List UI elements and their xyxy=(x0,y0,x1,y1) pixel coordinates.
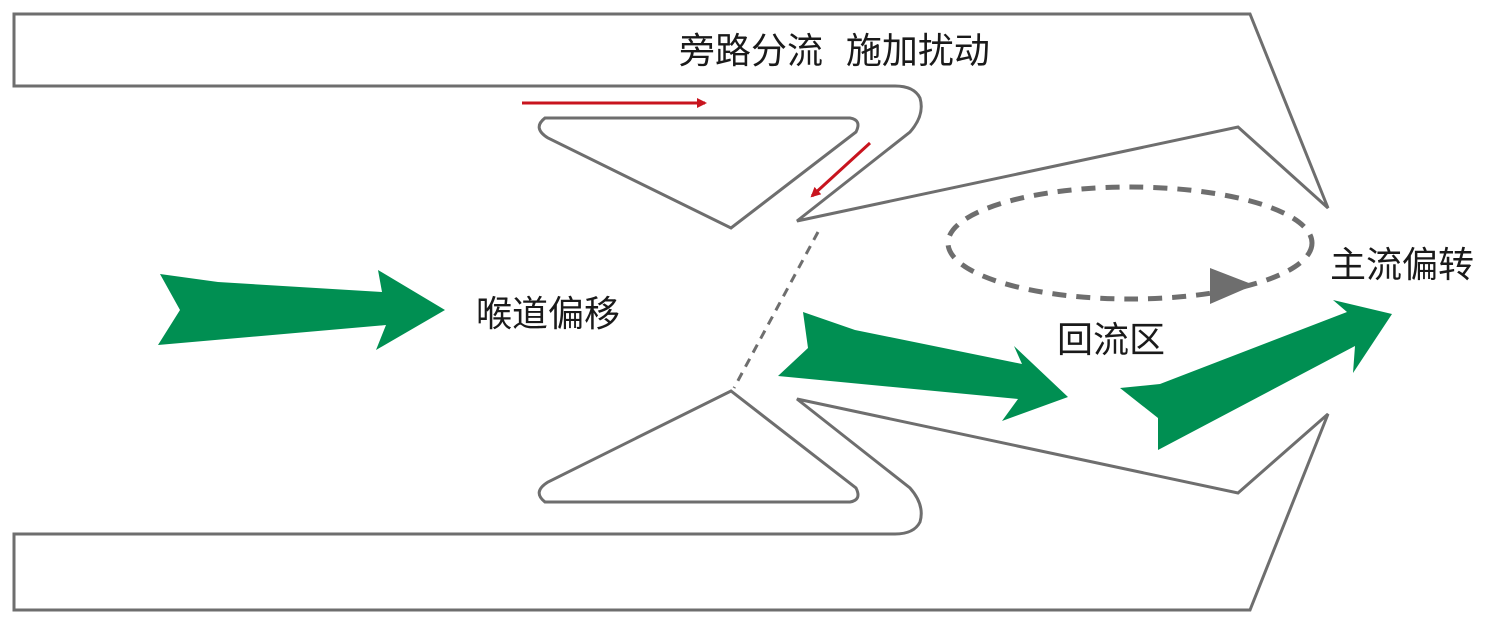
bypass-arrow-diagonal xyxy=(810,141,872,198)
deflected-flow-arrow xyxy=(778,312,1068,421)
recirculation-loop xyxy=(945,184,1315,302)
recirculation-arrowhead xyxy=(1210,268,1254,304)
recirculation-zone-label: 回流区 xyxy=(1057,320,1165,361)
inlet-flow-arrow xyxy=(158,270,445,350)
throat-dashed-line xyxy=(732,231,820,389)
throat-offset-label: 喉道偏移 xyxy=(476,294,620,335)
lower-throat-island xyxy=(537,389,860,504)
upper-bypass-island xyxy=(537,116,860,230)
main-deflection-arrow xyxy=(1120,300,1392,450)
main-flow-deflection-label: 主流偏转 xyxy=(1330,245,1474,286)
upper-channel-wall xyxy=(12,12,1330,223)
bypass-disturbance-label: 旁路分流 施加扰动 xyxy=(679,31,990,72)
lower-channel-wall xyxy=(12,397,1330,612)
